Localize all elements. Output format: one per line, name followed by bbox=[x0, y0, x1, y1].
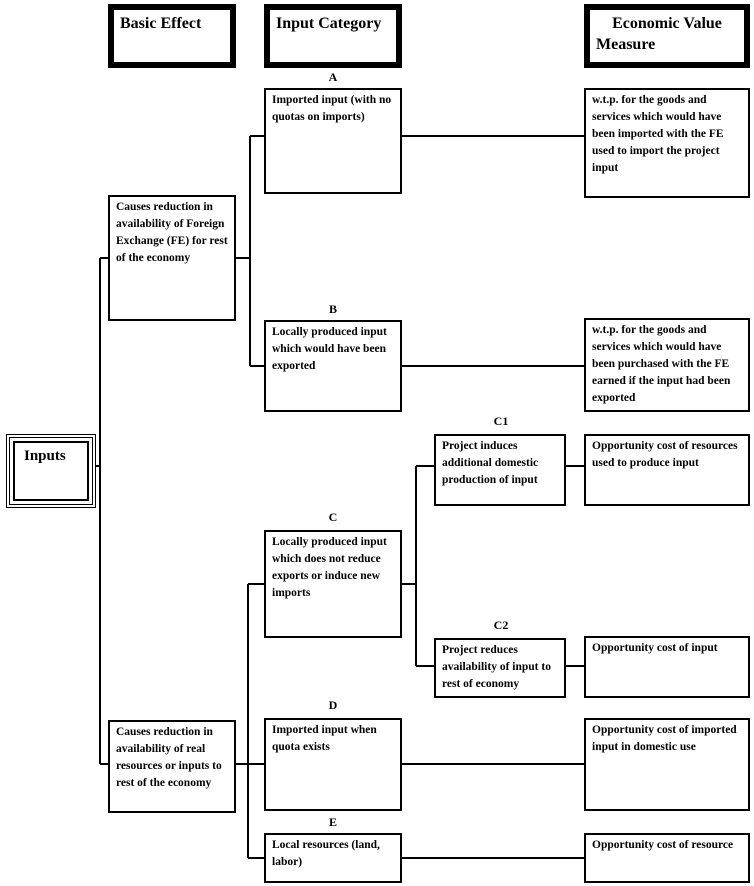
category-c1-text: Project induces additional domestic prod… bbox=[442, 440, 539, 486]
category-a-letter: A bbox=[328, 70, 338, 84]
category-a-box: Imported input (with no quotas on import… bbox=[264, 88, 402, 194]
category-c2-text: Project reduces availability of input to… bbox=[442, 644, 551, 690]
category-b-text: Locally produced input which would have … bbox=[272, 326, 387, 372]
category-b-box: Locally produced input which would have … bbox=[264, 320, 402, 412]
category-a-text: Imported input (with no quotas on import… bbox=[272, 94, 392, 123]
measure-d-text: Opportunity cost of imported input in do… bbox=[592, 724, 737, 753]
category-d-letter: D bbox=[328, 698, 338, 712]
measure-d-box: Opportunity cost of imported input in do… bbox=[584, 718, 750, 811]
effect-real-box: Causes reduction in availability of real… bbox=[108, 720, 236, 813]
category-c1-letter: C1 bbox=[493, 414, 509, 428]
measure-e-box: Opportunity cost of resource bbox=[584, 833, 750, 883]
header-economic-value-line2: Measure bbox=[596, 36, 656, 53]
category-c1-box: Project induces additional domestic prod… bbox=[434, 434, 566, 506]
measure-a-text: w.t.p. for the goods and services which … bbox=[592, 94, 724, 174]
header-economic-value-line1: Economic Value bbox=[612, 15, 722, 32]
effect-fe-text: Causes reduction in availability of Fore… bbox=[116, 201, 228, 264]
category-b-letter: B bbox=[328, 302, 337, 316]
category-d-text: Imported input when quota exists bbox=[272, 724, 377, 753]
category-d-box: Imported input when quota exists bbox=[264, 718, 402, 811]
category-e-box: Local resources (land, labor) bbox=[264, 833, 402, 883]
measure-c1-text: Opportunity cost of resources used to pr… bbox=[592, 440, 738, 469]
category-c2-box: Project reduces availability of input to… bbox=[434, 638, 566, 698]
category-c-box: Locally produced input which does not re… bbox=[264, 530, 402, 638]
measure-b-box: w.t.p. for the goods and services which … bbox=[584, 318, 750, 412]
effect-real-text: Causes reduction in availability of real… bbox=[116, 726, 222, 789]
category-c-letter: C bbox=[328, 510, 338, 524]
header-economic-value: Economic Value Measure bbox=[584, 4, 750, 68]
root-label: Inputs bbox=[24, 448, 66, 464]
measure-a-box: w.t.p. for the goods and services which … bbox=[584, 88, 750, 198]
header-basic-effect: Basic Effect bbox=[108, 4, 236, 68]
measure-c1-box: Opportunity cost of resources used to pr… bbox=[584, 434, 750, 506]
measure-e-text: Opportunity cost of resource bbox=[592, 839, 734, 851]
category-c2-letter: C2 bbox=[493, 618, 509, 632]
header-basic-effect-label: Basic Effect bbox=[120, 15, 202, 32]
header-input-category: Input Category bbox=[264, 4, 402, 68]
root-box: Inputs bbox=[6, 434, 96, 508]
measure-c2-box: Opportunity cost of input bbox=[584, 636, 750, 698]
header-input-category-label: Input Category bbox=[276, 15, 382, 32]
category-e-text: Local resources (land, labor) bbox=[272, 839, 380, 868]
measure-c2-text: Opportunity cost of input bbox=[592, 642, 718, 654]
category-c-text: Locally produced input which does not re… bbox=[272, 536, 387, 599]
effect-fe-box: Causes reduction in availability of Fore… bbox=[108, 195, 236, 321]
category-e-letter: E bbox=[328, 815, 337, 829]
measure-b-text: w.t.p. for the goods and services which … bbox=[592, 324, 731, 404]
